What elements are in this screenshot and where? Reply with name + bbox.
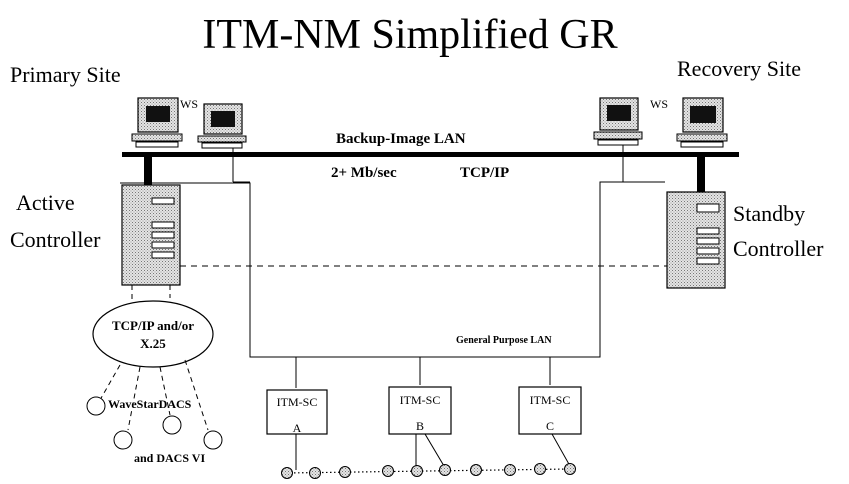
dacs-label-line2: and DACS VI xyxy=(134,451,205,465)
workstation-icon xyxy=(197,103,247,149)
network-element-node xyxy=(534,463,546,475)
backup-image-lan-bus xyxy=(122,152,739,157)
network-element-node xyxy=(439,464,451,476)
standby-controller-icon xyxy=(666,191,726,289)
itm-sc-box-b: ITM-SC B xyxy=(388,386,452,435)
device-chain xyxy=(281,463,576,479)
sc-drop-lines xyxy=(295,357,551,388)
workstation-icon xyxy=(131,97,183,148)
backup-lan-name: Backup-Image LAN xyxy=(336,131,466,147)
itm-sc-name: ITM-SC xyxy=(277,395,318,409)
active-controller-uplink xyxy=(144,155,152,185)
device-chain-link xyxy=(285,468,571,474)
dacs-node xyxy=(113,430,133,450)
dacs-label-line1: WaveStarDACS xyxy=(108,397,192,411)
network-element-node xyxy=(281,467,293,479)
general-purpose-lan xyxy=(120,181,665,358)
dacs-node xyxy=(86,396,106,416)
standby-controller-uplink xyxy=(697,155,705,193)
itm-sc-name: ITM-SC xyxy=(530,393,571,407)
active-controller-label-line2: Controller xyxy=(10,227,101,252)
network-element-node xyxy=(411,465,423,477)
general-lan-label: General Purpose LAN xyxy=(456,335,552,346)
workstation-icon xyxy=(593,97,643,146)
network-element-node xyxy=(564,463,576,475)
workstation-links xyxy=(232,145,624,183)
active-controller-label-line1: Active xyxy=(16,190,75,215)
itm-sc-id: C xyxy=(546,419,554,433)
cloud-dashed-links xyxy=(131,285,171,300)
dacs-node xyxy=(162,415,182,435)
active-controller-icon xyxy=(121,184,181,286)
network-element-node xyxy=(504,464,516,476)
network-element-node xyxy=(309,467,321,479)
backup-lan-protocol: TCP/IP xyxy=(460,165,509,181)
itm-sc-box-a: ITM-SC A xyxy=(266,389,328,435)
standby-controller-label-line2: Controller xyxy=(733,236,824,261)
dacs-dashed-links xyxy=(99,359,209,431)
ws-label-right: WS xyxy=(650,97,668,111)
diagram-title: ITM-NM Simplified GR xyxy=(202,12,617,58)
network-cloud-line2: X.25 xyxy=(140,336,166,351)
network-cloud-line1: TCP/IP and/or xyxy=(112,318,194,333)
standby-controller-label-line1: Standby xyxy=(733,201,805,226)
backup-lan-speed: 2+ Mb/sec xyxy=(331,165,397,181)
network-element-node xyxy=(339,466,351,478)
recovery-site-label: Recovery Site xyxy=(677,56,801,81)
primary-site-label: Primary Site xyxy=(10,62,121,87)
itm-sc-box-c: ITM-SC C xyxy=(518,386,582,435)
itm-sc-name: ITM-SC xyxy=(400,393,441,407)
dacs-node xyxy=(203,430,223,450)
workstation-icon xyxy=(676,97,728,148)
network-element-node xyxy=(382,465,394,477)
itm-sc-id: B xyxy=(416,419,424,433)
network-element-node xyxy=(470,464,482,476)
sc-chain-links xyxy=(295,433,571,470)
itm-sc-id: A xyxy=(293,421,302,435)
ws-label-left: WS xyxy=(180,97,198,111)
network-cloud xyxy=(92,300,214,368)
